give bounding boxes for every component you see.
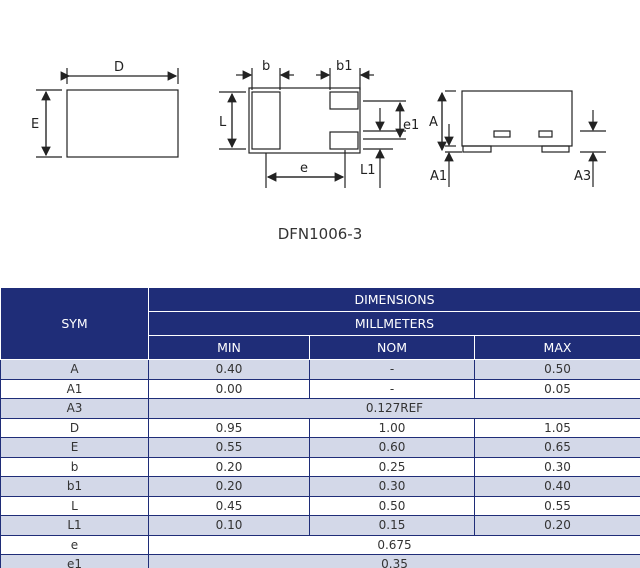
cell-sym: E	[0, 437, 149, 458]
cell-max: 0.20	[474, 515, 640, 536]
cell-sym: D	[0, 418, 149, 438]
label-b: b	[262, 59, 270, 74]
cell-nom: 0.60	[309, 437, 475, 458]
side-view: A A1 A3	[429, 90, 606, 187]
cell-max: 0.65	[474, 437, 640, 458]
cell-max: 0.50	[474, 359, 640, 380]
cell-sym: A	[0, 359, 149, 380]
cell-min: 0.00	[148, 379, 310, 399]
cell-min: 0.20	[148, 457, 310, 477]
cell-max: 0.40	[474, 476, 640, 497]
cell-min: 0.10	[148, 515, 310, 536]
cell-min: 0.95	[148, 418, 310, 438]
top-view: D E	[31, 60, 179, 158]
label-e: e	[300, 161, 308, 176]
cell-sym: e1	[0, 554, 149, 568]
cell-nom: 0.15	[309, 515, 475, 536]
cell-sym: b1	[0, 476, 149, 497]
cell-merged: 0.675	[148, 535, 640, 555]
cell-merged: 0.127REF	[148, 398, 640, 419]
cell-max: 1.05	[474, 418, 640, 438]
header-nom: NOM	[309, 335, 475, 360]
label-b1: b1	[336, 59, 353, 74]
cell-max: 0.05	[474, 379, 640, 399]
bottom-view: b b1 L e1 e L1	[219, 59, 419, 188]
cell-merged: 0.35	[148, 554, 640, 568]
header-dimensions: DIMENSIONS	[148, 287, 640, 312]
package-name: DFN1006-3	[277, 225, 363, 243]
cell-sym: A1	[0, 379, 149, 399]
cell-sym: e	[0, 535, 149, 555]
label-L1: L1	[360, 163, 376, 178]
cell-sym: L	[0, 496, 149, 516]
package-drawing: D E b b1 L e1 e L1 A	[31, 59, 606, 188]
cell-nom: 0.25	[309, 457, 475, 477]
cell-nom: -	[309, 379, 475, 399]
cell-min: 0.55	[148, 437, 310, 458]
cell-max: 0.55	[474, 496, 640, 516]
cell-min: 0.40	[148, 359, 310, 380]
label-L: L	[219, 115, 227, 130]
header-sym: SYM	[0, 287, 149, 360]
cell-sym: A3	[0, 398, 149, 419]
label-A: A	[429, 115, 438, 130]
cell-nom: 0.30	[309, 476, 475, 497]
cell-max: 0.30	[474, 457, 640, 477]
label-E: E	[31, 117, 39, 132]
cell-nom: 0.50	[309, 496, 475, 516]
cell-sym: b	[0, 457, 149, 477]
label-A3: A3	[574, 169, 591, 184]
cell-min: 0.45	[148, 496, 310, 516]
label-e1: e1	[403, 118, 419, 133]
cell-nom: 1.00	[309, 418, 475, 438]
cell-min: 0.20	[148, 476, 310, 497]
label-A1: A1	[430, 169, 447, 184]
header-min: MIN	[148, 335, 310, 360]
header-max: MAX	[474, 335, 640, 360]
label-D: D	[114, 60, 124, 75]
header-units: MILLMETERS	[148, 311, 640, 336]
cell-sym: L1	[0, 515, 149, 536]
cell-nom: -	[309, 359, 475, 380]
